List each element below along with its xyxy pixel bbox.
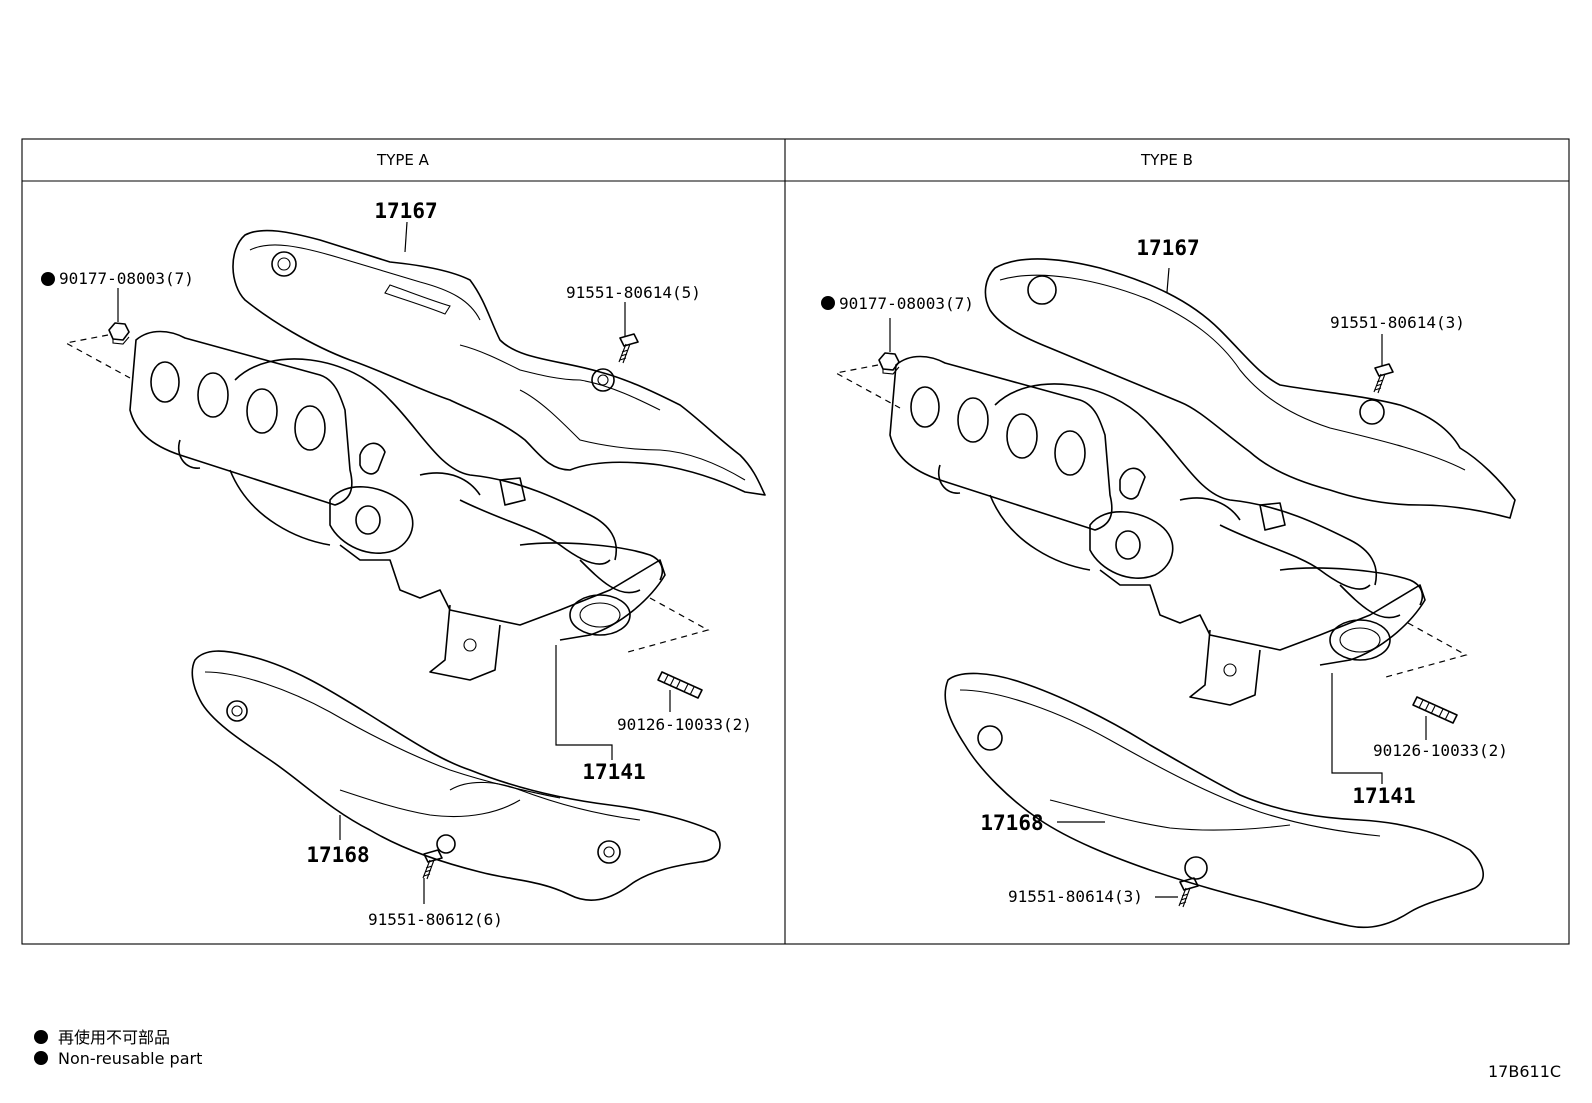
- callout-stud-b: 90126-10033(2): [1373, 741, 1508, 760]
- upper-bolt-b: [1373, 363, 1394, 394]
- callout-17168-a: 17168: [306, 843, 369, 867]
- lower-heat-insulator-b: [944, 672, 1484, 929]
- upper-heat-insulator-b: [984, 258, 1516, 519]
- figure-code: 17B611C: [1488, 1062, 1562, 1081]
- callout-lower-bolt-b: 91551-80614(3): [1008, 887, 1143, 906]
- panel-b: 17167 90177-08003(7) 91551-80614(3) 9012…: [821, 236, 1516, 929]
- non-reusable-dot-a: [41, 272, 55, 286]
- exhaust-manifold-b: [889, 355, 1426, 706]
- panel-a-header: TYPE A: [376, 151, 430, 169]
- callout-nut-b: 90177-08003(7): [839, 294, 974, 313]
- non-reusable-dot-icon: [34, 1051, 48, 1065]
- stud-b: [1412, 696, 1458, 724]
- exhaust-manifold-a: [129, 330, 666, 681]
- callout-17168-b: 17168: [980, 811, 1043, 835]
- callout-17141-a: 17141: [582, 760, 645, 784]
- callout-nut-a: 90177-08003(7): [59, 269, 194, 288]
- panel-a: 17167 90177-08003(7) 91551-80614(5) 9012…: [41, 199, 766, 929]
- callout-upper-bolt-b: 91551-80614(3): [1330, 313, 1465, 332]
- legend-en: Non-reusable part: [34, 1049, 202, 1068]
- nut-a: [108, 322, 130, 345]
- legend-ja-text: 再使用不可部品: [58, 1028, 171, 1047]
- callout-lower-bolt-a: 91551-80612(6): [368, 910, 503, 929]
- callout-17167-a: 17167: [374, 199, 437, 223]
- callout-17141-b: 17141: [1352, 784, 1415, 808]
- legend-en-text: Non-reusable part: [58, 1049, 203, 1068]
- lower-bolt-a: [422, 849, 443, 880]
- callout-stud-a: 90126-10033(2): [617, 715, 752, 734]
- upper-heat-insulator-a: [232, 229, 766, 496]
- diagram-frame: [21, 138, 1570, 945]
- callout-upper-bolt-a: 91551-80614(5): [566, 283, 701, 302]
- nut-b: [878, 352, 900, 375]
- legend-ja: 再使用不可部品: [34, 1024, 170, 1048]
- non-reusable-dot-b: [821, 296, 835, 310]
- panel-b-header: TYPE B: [1140, 151, 1193, 169]
- callout-17167-b: 17167: [1136, 236, 1199, 260]
- upper-bolt-a: [618, 333, 639, 364]
- non-reusable-dot-icon: [34, 1030, 48, 1044]
- lower-heat-insulator-a: [191, 650, 721, 901]
- stud-a: [657, 671, 703, 699]
